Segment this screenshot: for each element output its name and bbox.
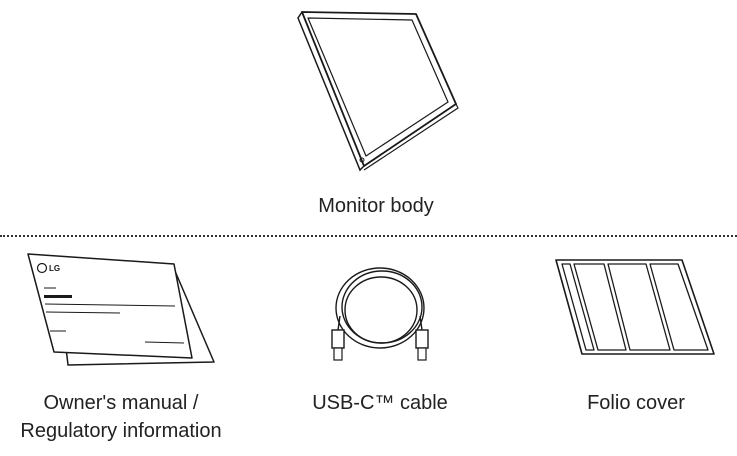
manual-caption-line2: Regulatory information	[20, 420, 222, 442]
monitor-caption: Monitor body	[318, 195, 434, 217]
manual-caption: Owner's manual / Regulatory information	[0, 389, 242, 445]
cable-caption: USB-C™ cable	[312, 392, 448, 414]
manual-icon: LG	[27, 253, 215, 366]
manual-logo-text: LG	[49, 264, 60, 273]
monitor-icon	[297, 11, 459, 172]
folio-caption: Folio cover	[587, 392, 685, 414]
usb-c-cable-icon	[331, 267, 429, 361]
section-divider	[0, 235, 737, 237]
manual-caption-line1: Owner's manual /	[43, 392, 199, 414]
folio-cover-icon	[555, 259, 715, 355]
